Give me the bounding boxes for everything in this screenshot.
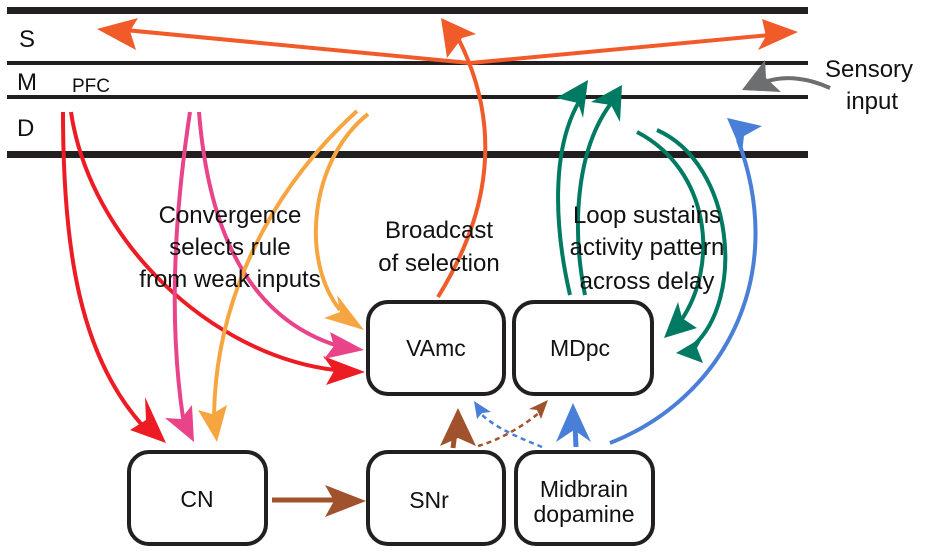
- node-cn-box: [127, 450, 268, 546]
- layer-line-top: [7, 7, 808, 14]
- caption-convergence-line3: from weak inputs: [139, 266, 320, 293]
- pfc-orange-projections: [198, 109, 370, 442]
- sensory-input-arrow: [742, 60, 831, 92]
- blue-dashed-line-to-vamc: [479, 412, 543, 449]
- caption-convergence-line1: Convergence: [159, 202, 302, 229]
- node-dopamine-label-line1: Midbrain: [540, 476, 628, 502]
- pink-arrowhead-to-cn: [165, 405, 194, 442]
- layer-line-bottom: [7, 151, 808, 158]
- broadcast-line-left: [124, 28, 471, 65]
- green-arrowhead-d-to-mdpc-2: [676, 337, 703, 363]
- brown-arrowhead-snr-to-vamc: [440, 408, 476, 446]
- node-cn: CN: [127, 450, 268, 546]
- node-vamc: VAmc: [366, 300, 506, 396]
- broadcast-line-up: [436, 37, 488, 299]
- caption-broadcast-line1: Broadcast: [385, 217, 493, 244]
- node-dopamine: Midbrain dopamine: [514, 450, 655, 546]
- layer-line-m-d: [7, 95, 808, 99]
- broadcast-arrowhead-right: [758, 19, 798, 50]
- green-arrowhead-mdpc-to-m-1: [556, 80, 588, 118]
- loop-arrows: [556, 80, 728, 363]
- broadcast-line-right: [469, 33, 771, 65]
- red-arrowhead-to-cn: [130, 397, 166, 443]
- caption-convergence: Convergence selects rule from weak input…: [139, 202, 320, 293]
- brown-arrowhead-cn-to-snr: [325, 485, 366, 517]
- caption-convergence-line2: selects rule: [169, 234, 290, 261]
- node-vamc-box: [366, 300, 506, 396]
- layer-label-d: D: [17, 115, 34, 142]
- cortical-layers: [7, 7, 808, 158]
- blue-arrowhead-to-mdpc: [556, 403, 591, 442]
- pfc-red-projections: [61, 111, 365, 443]
- pink-arrowhead-to-vamc: [324, 332, 364, 359]
- node-cn-label: CN: [180, 486, 213, 512]
- caption-loop: Loop sustains activity pattern across de…: [570, 202, 725, 295]
- node-snr-label: SNr: [409, 487, 449, 513]
- caption-loop-line1: Loop sustains: [573, 202, 721, 229]
- sensory-input-arrowhead: [742, 60, 781, 92]
- sensory-input-line: [764, 76, 831, 90]
- node-dopamine-box: [514, 450, 655, 546]
- brown-dashed-arrowhead-snr-to-mdpc: [529, 400, 548, 419]
- green-arrowhead-d-to-mdpc-1: [664, 302, 697, 338]
- red-line-to-vamc: [69, 111, 336, 372]
- red-line-to-cn: [61, 111, 144, 427]
- node-mdpc: MDpc: [512, 300, 654, 396]
- node-mdpc-label: MDpc: [550, 335, 610, 361]
- node-dopamine-label-line2: dopamine: [533, 501, 634, 527]
- red-arrowhead-to-vamc: [323, 356, 365, 385]
- node-snr: SNr: [366, 450, 506, 546]
- pfc-label: PFC: [72, 76, 110, 97]
- caption-loop-line2: activity pattern: [570, 234, 725, 261]
- pink-line-to-cn: [172, 111, 192, 419]
- brown-dashed-line-snr-to-mdpc: [477, 411, 541, 448]
- green-line-mdpc-to-m-2: [576, 100, 614, 296]
- orange-line-to-cn: [212, 109, 359, 419]
- blue-dashed-arrowhead-to-vamc: [474, 401, 491, 419]
- green-arrowhead-mdpc-to-m-2: [591, 85, 622, 122]
- layer-label-m: M: [17, 69, 37, 96]
- blue-line-to-pfc: [609, 139, 758, 445]
- caption-loop-line3: across delay: [580, 268, 715, 295]
- dopamine-projections: [474, 118, 762, 449]
- blue-arrowhead-to-pfc: [727, 118, 762, 153]
- layer-line-s-m: [7, 61, 808, 65]
- caption-broadcast: Broadcast of selection: [378, 217, 499, 277]
- green-line-d-to-mdpc-2: [656, 128, 728, 348]
- node-snr-box: [366, 450, 506, 546]
- snr-projections: [272, 400, 548, 517]
- caption-broadcast-line2: of selection: [378, 250, 499, 277]
- green-line-mdpc-to-m-1: [556, 98, 582, 296]
- orange-line-to-vamc: [313, 112, 370, 312]
- layer-label-s: S: [19, 26, 35, 53]
- orange-arrowhead-to-vamc: [324, 295, 364, 330]
- broadcast-arrows: [97, 18, 798, 299]
- broadcast-arrowhead-up: [441, 18, 476, 58]
- green-line-d-to-mdpc-1: [636, 130, 706, 324]
- orange-arrowhead-to-cn: [198, 405, 227, 442]
- node-vamc-label: VAmc: [406, 335, 466, 361]
- sensory-input-label-line2: input: [846, 88, 898, 115]
- sensory-input-label-line1: Sensory: [825, 56, 913, 83]
- node-mdpc-box: [512, 300, 654, 396]
- broadcast-arrowhead-left: [97, 18, 138, 50]
